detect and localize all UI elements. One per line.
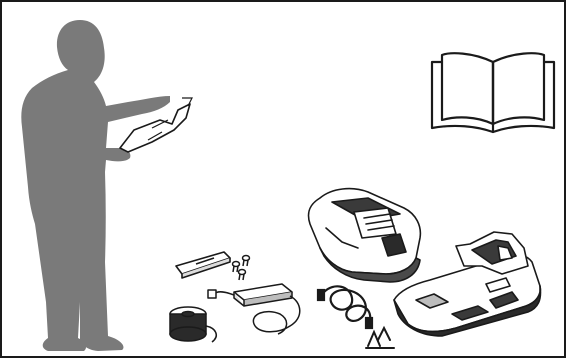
low-voltage-cable-icon: [318, 286, 372, 328]
screws-icon: [233, 256, 250, 281]
person-silhouette: [21, 20, 170, 351]
power-supply-icon: [208, 284, 300, 334]
person-reading-manual-icon: [21, 20, 192, 351]
robotic-mower-icon: [308, 189, 420, 282]
wire-connectors-icon: [366, 328, 394, 348]
boundary-wire-spool-icon: [170, 307, 216, 342]
open-book-icon: [432, 53, 554, 132]
charging-station-plate-icon: [176, 252, 230, 278]
